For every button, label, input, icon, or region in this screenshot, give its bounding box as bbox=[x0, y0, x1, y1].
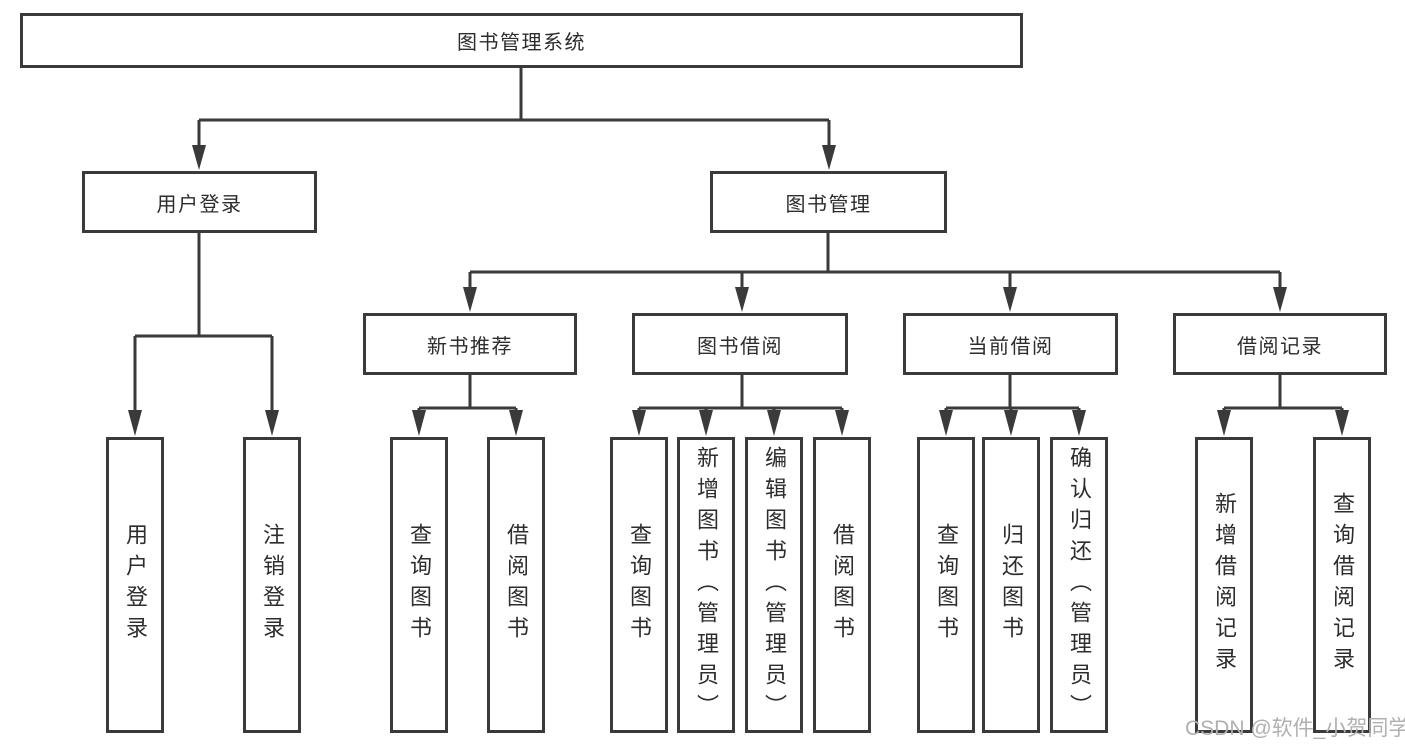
node-leaf-br-query: 查询借阅记录 bbox=[1313, 437, 1371, 733]
node-leaf-bb-query: 查询图书 bbox=[610, 437, 668, 733]
node-book-mgmt: 图书管理 bbox=[710, 171, 947, 233]
node-leaf-nbr-borrow: 借阅图书 bbox=[487, 437, 545, 733]
node-book-borrow: 图书借阅 bbox=[632, 313, 848, 375]
node-leaf-cb-return: 归还图书 bbox=[982, 437, 1040, 733]
node-borrow-record: 借阅记录 bbox=[1173, 313, 1387, 375]
node-leaf-bb-add: 新增图书（管理员） bbox=[677, 437, 735, 733]
arrowhead-leaf-bb-edit bbox=[767, 410, 781, 436]
arrowhead-borrow-record bbox=[1273, 287, 1287, 312]
arrowhead-leaf-bb-query bbox=[632, 410, 646, 436]
node-root-label: 图书管理系统 bbox=[457, 32, 586, 54]
node-book-borrow-label: 图书借阅 bbox=[697, 335, 783, 358]
node-leaf-br-add-label: 新增借阅记录 bbox=[1212, 492, 1237, 678]
node-leaf-bb-borrow: 借阅图书 bbox=[813, 437, 871, 733]
node-borrow-record-label: 借阅记录 bbox=[1237, 335, 1323, 358]
arrowhead-leaf-cb-query bbox=[939, 410, 953, 436]
arrowhead-leaf-bb-add bbox=[699, 410, 713, 436]
csdn-watermark: CSDN @软件_小贺同学 bbox=[1185, 717, 1405, 740]
node-leaf-bb-edit-label: 编辑图书（管理员） bbox=[762, 445, 787, 725]
node-leaf-logout-label: 注销登录 bbox=[260, 523, 285, 647]
node-leaf-br-add: 新增借阅记录 bbox=[1195, 437, 1253, 733]
node-root: 图书管理系统 bbox=[20, 13, 1023, 68]
node-current-borrow-label: 当前借阅 bbox=[967, 335, 1054, 358]
arrowhead-leaf-cb-return bbox=[1004, 410, 1018, 436]
edge-current-borrow-children bbox=[944, 375, 1081, 411]
arrowhead-leaf-cb-confirm bbox=[1072, 410, 1086, 436]
arrowhead-user-login bbox=[192, 145, 206, 170]
arrowhead-current-borrow bbox=[1003, 287, 1017, 312]
node-new-book-rec: 新书推荐 bbox=[363, 313, 577, 375]
node-leaf-cb-query: 查询图书 bbox=[917, 437, 975, 733]
node-leaf-nbr-query: 查询图书 bbox=[390, 437, 448, 733]
node-book-mgmt-label: 图书管理 bbox=[785, 193, 872, 216]
arrowhead-book-mgmt bbox=[822, 145, 836, 170]
arrowhead-leaf-logout bbox=[265, 410, 279, 436]
arrowhead-leaf-nbr-borrow bbox=[509, 410, 523, 436]
edge-book-borrow-children bbox=[637, 375, 844, 411]
node-leaf-cb-query-label: 查询图书 bbox=[934, 523, 959, 647]
edge-new-book-rec-children bbox=[417, 375, 518, 411]
node-leaf-cb-confirm-label: 确认归还（管理员） bbox=[1067, 445, 1092, 725]
arrowhead-leaf-nbr-query bbox=[412, 410, 426, 436]
node-user-login-label: 用户登录 bbox=[156, 193, 243, 216]
node-leaf-bb-edit: 编辑图书（管理员） bbox=[745, 437, 803, 733]
arrowhead-leaf-bb-borrow bbox=[835, 410, 849, 436]
node-leaf-bb-add-label: 新增图书（管理员） bbox=[694, 445, 719, 725]
arrowhead-new-book-rec bbox=[463, 287, 477, 312]
node-leaf-br-query-label: 查询借阅记录 bbox=[1330, 492, 1355, 678]
node-new-book-rec-label: 新书推荐 bbox=[427, 335, 513, 358]
arrowhead-leaf-user-login bbox=[128, 410, 142, 436]
node-leaf-cb-return-label: 归还图书 bbox=[999, 523, 1024, 647]
node-user-login: 用户登录 bbox=[82, 171, 317, 233]
node-leaf-bb-borrow-label: 借阅图书 bbox=[830, 523, 855, 647]
edge-user-login-children bbox=[133, 233, 274, 411]
arrowhead-leaf-br-query bbox=[1335, 410, 1349, 436]
arrowhead-book-borrow bbox=[735, 287, 749, 312]
arrowhead-leaf-br-add bbox=[1217, 410, 1231, 436]
edge-root-to-level1 bbox=[197, 68, 831, 146]
node-leaf-nbr-borrow-label: 借阅图书 bbox=[504, 523, 529, 647]
node-current-borrow: 当前借阅 bbox=[903, 313, 1118, 375]
node-leaf-cb-confirm: 确认归还（管理员） bbox=[1050, 437, 1108, 733]
edge-book-mgmt-children bbox=[468, 233, 1282, 288]
node-leaf-bb-query-label: 查询图书 bbox=[627, 523, 652, 647]
node-leaf-nbr-query-label: 查询图书 bbox=[407, 523, 432, 647]
edge-borrow-record-children bbox=[1222, 375, 1344, 411]
node-leaf-user-login: 用户登录 bbox=[106, 437, 164, 733]
node-leaf-logout: 注销登录 bbox=[243, 437, 301, 733]
node-leaf-user-login-label: 用户登录 bbox=[123, 523, 148, 647]
